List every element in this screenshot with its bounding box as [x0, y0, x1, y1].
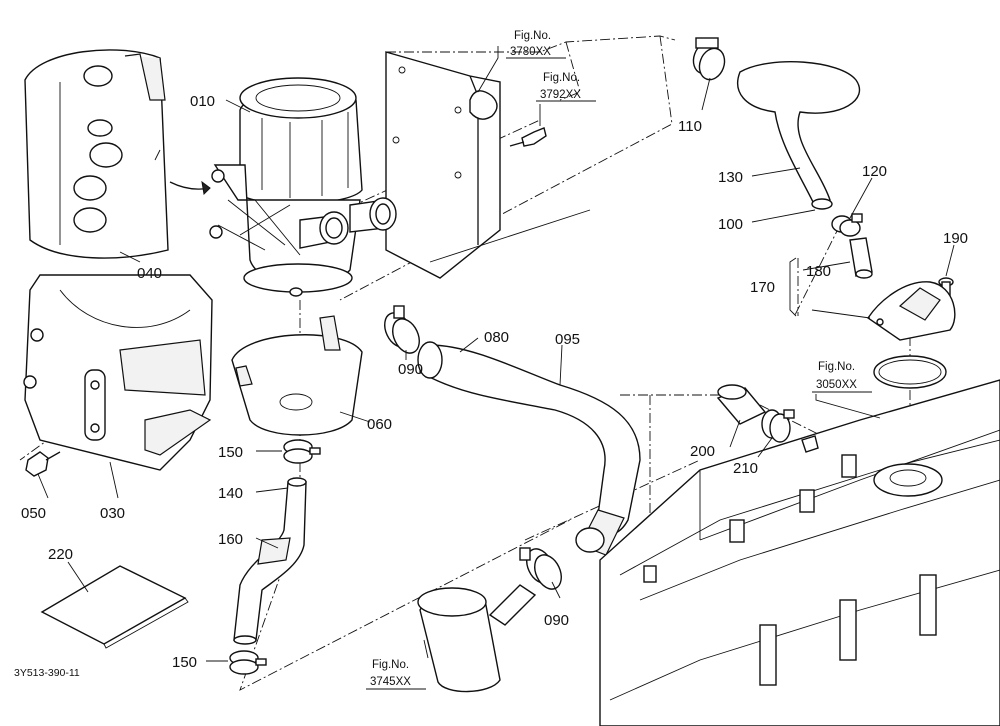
callout-080: 080 [484, 329, 509, 346]
hose-200 [716, 384, 767, 425]
o-ring [873, 355, 947, 389]
callout-110: 110 [678, 118, 702, 135]
label-sheet-220 [40, 565, 189, 649]
pipe-180 [849, 237, 873, 279]
figref-3050-prefix: Fig.No. [818, 361, 855, 373]
callout-200: 200 [690, 443, 715, 460]
oil-separator-010 [209, 77, 397, 297]
callout-050: 050 [21, 505, 46, 522]
hose-clamp-210 [761, 409, 795, 443]
callout-150-lower: 150 [172, 654, 197, 671]
callout-labels: 010 040 030 050 060 080 090 090 095 100 … [21, 93, 968, 671]
callout-090-upper: 090 [398, 361, 423, 378]
callout-095: 095 [555, 331, 580, 348]
figref-3745-prefix: Fig.No. [372, 659, 409, 671]
callout-160: 160 [218, 531, 243, 548]
callout-180: 180 [806, 263, 831, 280]
callout-120: 120 [862, 163, 887, 180]
figref-3792-number: 3792XX [540, 89, 581, 101]
heat-shield-040 [24, 49, 211, 259]
figure-references: Fig.No. 3780XX Fig.No. 3792XX Fig.No. 30… [366, 30, 872, 690]
callout-220: 220 [48, 546, 73, 563]
cover-170 [867, 281, 956, 341]
figref-3780-number: 3780XX [510, 46, 551, 58]
callout-140: 140 [218, 485, 243, 502]
figref-3050-number: 3050XX [816, 379, 857, 391]
inlet-pipe [417, 584, 537, 693]
bolt-050 [25, 451, 61, 477]
heat-shield-030 [23, 274, 213, 471]
mounting-bolt [509, 127, 547, 147]
callout-010: 010 [190, 93, 215, 110]
callout-030: 030 [100, 505, 125, 522]
hose-140-160 [233, 477, 307, 645]
callout-040: 040 [137, 265, 162, 282]
hose-clamp-150-lower [229, 650, 267, 675]
figref-3780-prefix: Fig.No. [514, 30, 551, 42]
hose-clamp-150-upper [283, 439, 321, 464]
callout-210: 210 [733, 460, 758, 477]
callout-130: 130 [718, 169, 743, 186]
callout-170: 170 [750, 279, 775, 296]
hose-100-130 [737, 61, 861, 210]
figref-3745-number: 3745XX [370, 676, 411, 688]
leader-lines [37, 46, 955, 662]
callout-100: 100 [718, 216, 743, 233]
cover-060 [231, 315, 363, 436]
figref-3792-prefix: Fig.No. [543, 72, 580, 84]
hose-clamp-090-upper [384, 305, 420, 354]
cylinder-head-cover [599, 379, 1000, 726]
hose-clamp-120 [831, 213, 863, 237]
callout-190: 190 [943, 230, 968, 247]
hose-clamp-110 [692, 37, 726, 81]
callout-090-lower: 090 [544, 612, 569, 629]
mounting-bracket-plate [385, 51, 591, 279]
callout-060: 060 [367, 416, 392, 433]
callout-150-upper: 150 [218, 444, 243, 461]
breather-hose-095 [417, 341, 641, 556]
hose-clamp-090-lower [519, 547, 562, 590]
drawing-number: 3Y513-390-11 [14, 667, 80, 679]
